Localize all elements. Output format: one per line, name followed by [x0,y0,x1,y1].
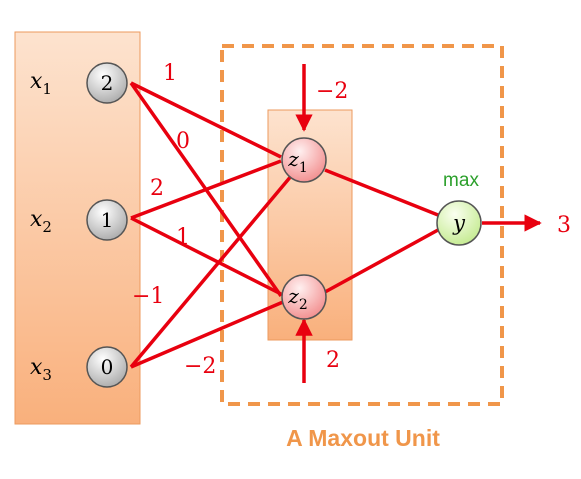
edge-x3-z2 [130,300,284,369]
weight-x2-z2-label: 1 [176,225,190,250]
edge-x2-z1 [130,159,282,220]
input-value-1: 2 [101,71,114,95]
edge-x2-z2 [130,216,282,296]
hidden-label-z2: z2 [287,284,307,313]
input-node-2: 1 [86,199,128,241]
hidden-node-z1: z1 [281,137,327,183]
hidden-label-z1: z1 [287,147,307,176]
input-label-x3: x3 [30,355,52,384]
maxout-unit-box [220,44,504,406]
output-value: 3 [557,213,571,238]
edge-z1-y [324,168,439,217]
output-node-y: y [436,200,482,246]
output-label-y: y [452,211,466,235]
input-node-1: 2 [86,62,128,104]
bias-z1-label: −2 [316,79,348,104]
weight-x1-z1-label: 1 [163,61,177,86]
max-function-label: max [443,170,479,191]
bias-z2-label: 2 [326,348,340,373]
hidden-node-z2: z2 [281,274,327,320]
input-labels: x1 x2 x3 [30,69,52,384]
weight-x3-z1-label: −1 [132,284,164,309]
input-value-3: 0 [101,355,114,379]
edge-z2-y [324,228,439,294]
input-node-3: 0 [86,346,128,388]
weight-x1-z2-label: 0 [176,129,190,154]
edge-x1-z1 [130,81,282,159]
input-value-2: 1 [101,208,114,232]
edge-x3-z1 [129,173,294,369]
weight-x3-z2-label: −2 [184,354,216,379]
weight-x2-z1-label: 2 [150,176,164,201]
input-label-x1: x1 [30,69,52,98]
input-label-x2: x2 [30,207,52,236]
diagram-caption: A Maxout Unit [286,425,440,451]
